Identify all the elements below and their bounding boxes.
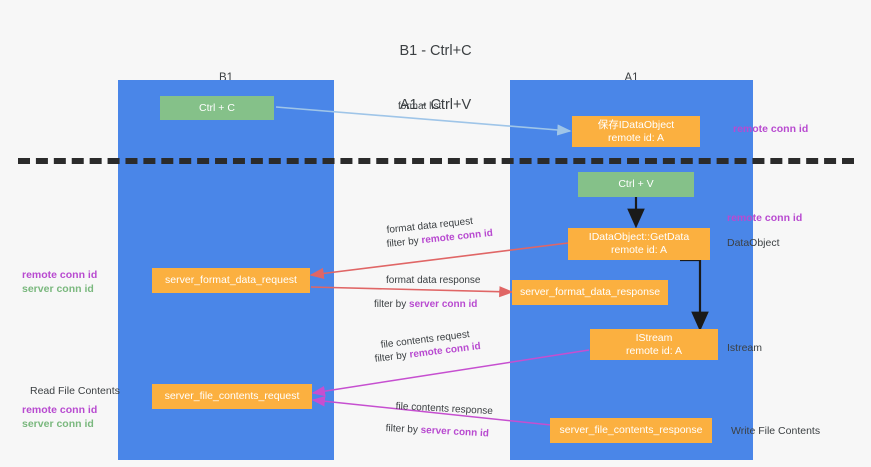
- flow-label-format-data-response-filter: filter by server conn id: [374, 298, 477, 311]
- filter-prefix: filter by: [374, 299, 410, 310]
- annotation-conn-ids-bottom: remote conn id server conn id: [22, 403, 97, 431]
- node-getdata-line1: IDataObject::GetData: [588, 231, 690, 243]
- annotation-dataobject: DataObject: [727, 236, 780, 250]
- node-server-format-data-response[interactable]: server_format_data_response: [512, 280, 668, 305]
- annotation-conn-ids-mid-remote: remote conn id: [22, 269, 98, 281]
- annotation-write-file-contents-text: Write File Contents: [731, 425, 821, 437]
- flow-label-file-contents-response: file contents response: [395, 400, 493, 418]
- node-getdata-line2: remote id: A: [610, 244, 668, 256]
- annotation-conn-ids-bottom-remote: remote conn id: [22, 404, 98, 416]
- filter-token-server-conn-id: server conn id: [420, 424, 490, 440]
- node-ctrl-c[interactable]: Ctrl + C: [160, 96, 274, 120]
- annotation-read-file-contents: Read File Contents: [30, 384, 120, 398]
- node-save-dataobject-line2: remote id: A: [607, 131, 665, 144]
- filter-token-server-conn-id: server conn id: [409, 299, 478, 310]
- node-istream[interactable]: IStream remote id: A: [590, 329, 718, 360]
- node-ctrl-v[interactable]: Ctrl + V: [578, 172, 694, 197]
- flow-label-format-list: format list: [398, 100, 441, 113]
- annotation-read-file-contents-text: Read File Contents: [30, 385, 120, 397]
- node-server-file-contents-response[interactable]: server_file_contents_response: [550, 418, 712, 443]
- annotation-remote-conn-id-mid: remote conn id: [727, 211, 802, 225]
- annotation-istream: Istream: [727, 341, 762, 355]
- node-ctrl-v-label: Ctrl + V: [618, 178, 654, 190]
- node-server-format-data-request[interactable]: server_format_data_request: [152, 268, 310, 293]
- flow-label-file-contents-response-filter: filter by server conn id: [385, 422, 489, 440]
- filter-prefix: filter by: [386, 235, 423, 250]
- annotation-remote-conn-id-mid-text: remote conn id: [727, 212, 803, 224]
- flow-label-file-contents-response-text: file contents response: [395, 400, 494, 418]
- node-save-dataobject[interactable]: 保存IDataObject remote id: A: [572, 116, 700, 147]
- title-line-1: B1 - Ctrl+C: [399, 43, 472, 59]
- annotation-istream-text: Istream: [727, 342, 763, 354]
- annotation-conn-ids-bottom-server: server conn id: [22, 418, 94, 430]
- node-server-file-contents-response-label: server_file_contents_response: [559, 424, 703, 436]
- annotation-remote-conn-id-top-text: remote conn id: [733, 123, 809, 135]
- annotation-conn-ids-mid-server: server conn id: [22, 283, 94, 295]
- node-save-dataobject-line1: 保存IDataObject: [597, 118, 675, 131]
- flow-label-format-list-text: format list: [398, 101, 442, 112]
- flow-label-format-data-response: format data response: [386, 274, 481, 287]
- node-getdata[interactable]: IDataObject::GetData remote id: A: [568, 228, 710, 260]
- node-server-file-contents-request-label: server_file_contents_request: [164, 390, 300, 402]
- flow-label-format-data-response-text: format data response: [386, 275, 481, 286]
- node-istream-line1: IStream: [635, 331, 673, 344]
- node-istream-line2: remote id: A: [625, 344, 683, 357]
- node-server-file-contents-request[interactable]: server_file_contents_request: [152, 384, 312, 409]
- filter-prefix: filter by: [374, 349, 411, 365]
- annotation-remote-conn-id-top: remote conn id: [733, 122, 808, 136]
- annotation-dataobject-text: DataObject: [727, 237, 780, 249]
- node-server-format-data-response-label: server_format_data_response: [519, 286, 661, 298]
- node-ctrl-c-label: Ctrl + C: [199, 101, 235, 114]
- arrow-format-data-response: [310, 286, 514, 298]
- annotation-write-file-contents: Write File Contents: [731, 424, 820, 438]
- section-divider: [18, 158, 854, 164]
- annotation-conn-ids-mid: remote conn id server conn id: [22, 268, 97, 296]
- filter-prefix: filter by: [385, 422, 421, 436]
- node-server-format-data-request-label: server_format_data_request: [165, 274, 297, 286]
